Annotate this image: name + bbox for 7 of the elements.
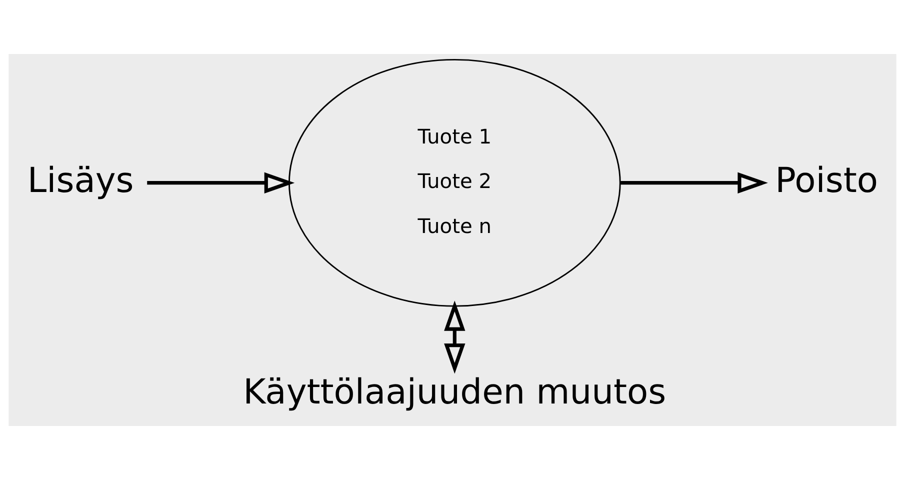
arrow <box>444 300 466 374</box>
node-text: Lisäys <box>27 160 134 200</box>
arrow <box>620 172 768 193</box>
node-text: Poisto <box>775 160 878 200</box>
node-text: Käyttölaajuuden muutos <box>243 372 666 412</box>
node-ellipse: Tuote 1 Tuote 2 Tuote n <box>288 58 621 306</box>
arrow <box>147 172 295 193</box>
